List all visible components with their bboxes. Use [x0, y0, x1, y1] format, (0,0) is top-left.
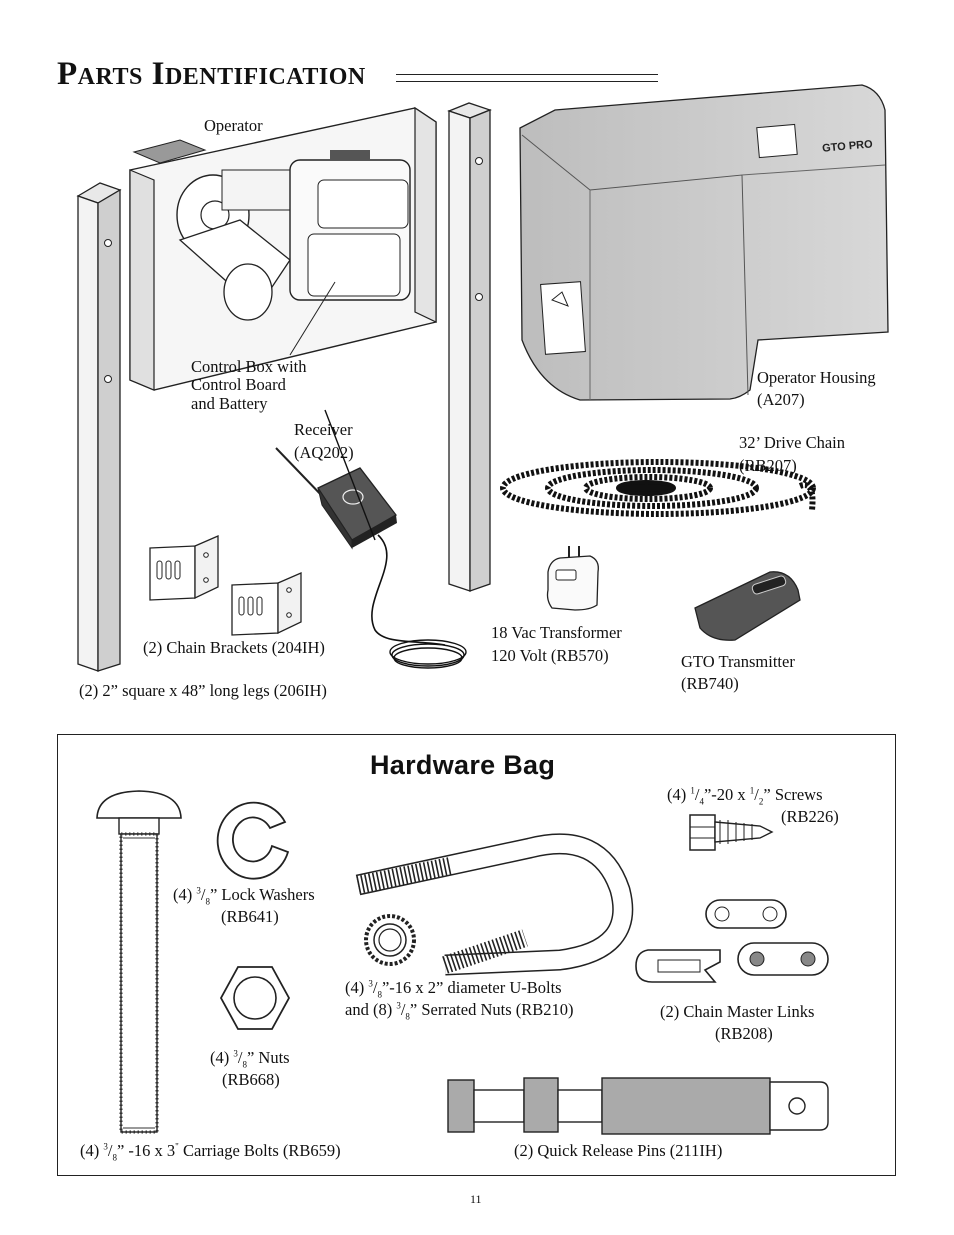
label-receiver-2: (AQ202)	[294, 443, 354, 462]
hardware-bag-title: Hardware Bag	[370, 750, 556, 780]
right-leg	[447, 102, 492, 592]
parts-illustration: GTO PRO	[76, 84, 889, 672]
transformer	[546, 546, 599, 611]
label-control-box-2: Control Board	[191, 375, 286, 394]
label-master-links-code: (RB208)	[715, 1024, 773, 1043]
page-title: PARTS IDENTIFICATION	[57, 56, 366, 92]
transmitter	[694, 571, 801, 641]
label-master-links: (2) Chain Master Links	[660, 1002, 815, 1021]
label-chain-2: (RB207)	[739, 456, 797, 475]
chain-brackets	[149, 535, 302, 636]
label-receiver-1: Receiver	[294, 420, 353, 439]
label-control-box-3: and Battery	[191, 394, 268, 413]
label-transformer-1: 18 Vac Transformer	[491, 623, 622, 642]
label-transmitter-2: (RB740)	[681, 674, 739, 693]
label-transformer-2: 120 Volt (RB570)	[491, 646, 609, 665]
operator-housing: GTO PRO	[519, 84, 889, 401]
title-rule	[396, 74, 658, 82]
drive-chain	[500, 459, 816, 517]
label-screws: (4) 1/4”-20 x 1/2” Screws	[667, 785, 823, 807]
page-number: 11	[470, 1192, 482, 1206]
label-quick-release-pins: (2) Quick Release Pins (211IH)	[514, 1141, 723, 1160]
label-brackets: (2) Chain Brackets (204IH)	[143, 638, 325, 657]
receiver	[275, 409, 467, 669]
label-operator: Operator	[204, 116, 263, 135]
label-control-box-1: Control Box with	[191, 357, 307, 376]
label-housing-2: (A207)	[757, 390, 805, 409]
label-housing-1: Operator Housing	[757, 368, 876, 387]
label-serrated-nuts: and (8) 3/8” Serrated Nuts (RB210)	[345, 1000, 574, 1022]
label-nuts: (4) 3/8” Nuts	[210, 1048, 290, 1070]
hardware-bag-box	[57, 734, 896, 1176]
label-transmitter-1: GTO Transmitter	[681, 652, 795, 671]
label-chain-1: 32’ Drive Chain	[739, 433, 846, 452]
label-nuts-code: (RB668)	[222, 1070, 280, 1089]
housing-logo: GTO PRO	[822, 138, 874, 154]
label-legs: (2) 2” square x 48” long legs (206IH)	[79, 681, 327, 700]
label-washers-code: (RB641)	[221, 907, 279, 926]
label-washers: (4) 3/8” Lock Washers	[173, 885, 315, 907]
label-ubolts: (4) 3/8”-16 x 2” diameter U-Bolts	[345, 978, 562, 1000]
left-leg	[76, 182, 122, 672]
label-carriage-bolts: (4) 3/8” -16 x 3" Carriage Bolts (RB659)	[80, 1141, 341, 1163]
operator-plate	[129, 106, 437, 391]
label-screws-code: (RB226)	[781, 807, 839, 826]
